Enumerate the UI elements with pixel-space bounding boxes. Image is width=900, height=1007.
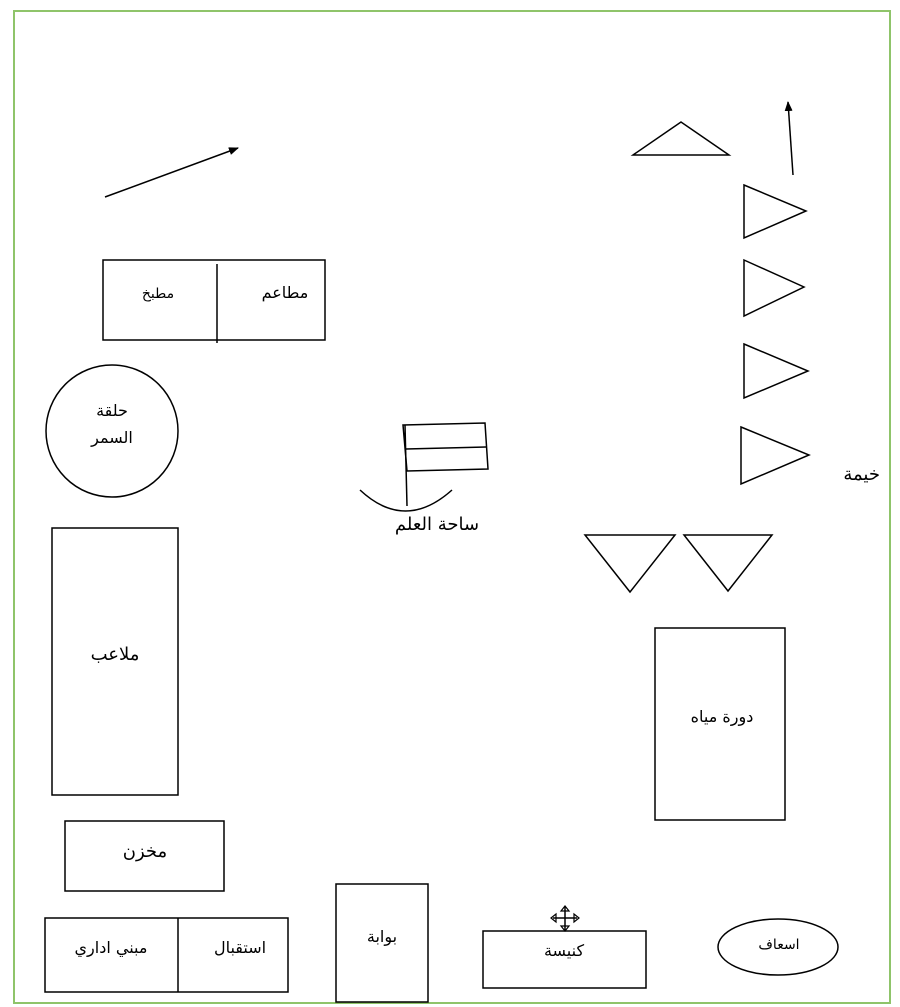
flag-icon (359, 422, 489, 512)
flag-square-label: ساحة العلم (395, 514, 479, 535)
tent-icon (743, 258, 806, 318)
admin-building-label: مبني اداري (75, 938, 148, 958)
campfire-label-line2: السمر (90, 428, 133, 448)
church-label: كنيسة (544, 941, 585, 960)
flag-square: ساحة العلم (359, 422, 489, 535)
kitchen-restaurants-block: مطبخ مطاعم (102, 259, 326, 343)
tent-label: خيمة (843, 464, 880, 485)
restaurants-label: مطاعم (262, 283, 309, 302)
church-block: كنيسة (482, 905, 647, 989)
campfire-circle: حلقة السمر (45, 364, 179, 498)
site-boundary (13, 10, 891, 1004)
first-aid-block: اسعاف (717, 918, 839, 976)
storage-label: مخزن (123, 841, 167, 862)
tents-group: خيمة (583, 121, 880, 594)
tent-icon (740, 425, 811, 486)
gate-label: بوابة (367, 927, 397, 947)
tent-icon (743, 342, 810, 400)
playgrounds-block: ملاعب (51, 527, 179, 796)
tent-icon (630, 121, 732, 156)
direction-arrow-right (784, 101, 794, 176)
tent-icon (583, 534, 677, 594)
direction-arrow-left (104, 147, 239, 198)
playgrounds-label: ملاعب (91, 644, 140, 665)
campfire-label-line1: حلقة (96, 401, 128, 420)
kitchen-label: مطبخ (142, 286, 174, 302)
storage-block: مخزن (64, 820, 225, 892)
tent-icon (743, 183, 808, 240)
admin-reception-block: مبني اداري استقبال (44, 917, 289, 993)
reception-label: استقبال (214, 938, 266, 957)
restrooms-block: دورة مياه (654, 627, 786, 821)
restrooms-label: دورة مياه (691, 707, 754, 727)
cross-icon (550, 905, 580, 932)
gate-block: بوابة (335, 883, 429, 1003)
tent-icon (682, 534, 774, 593)
first-aid-label: اسعاف (758, 937, 799, 953)
